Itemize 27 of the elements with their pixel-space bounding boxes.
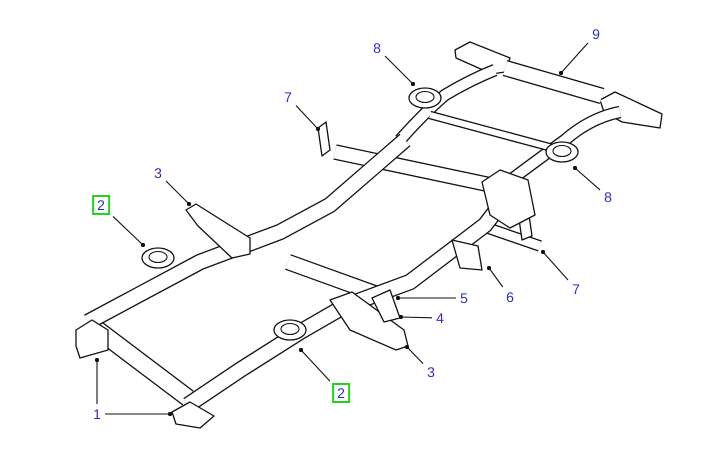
leader-line <box>105 412 172 416</box>
leader-line <box>398 314 432 320</box>
callout-number: 2 <box>92 195 110 215</box>
callout-number: 5 <box>459 290 469 306</box>
leader-line <box>296 105 320 132</box>
callout-number: 1 <box>92 406 102 422</box>
callout-number: 3 <box>153 165 163 181</box>
leader-line <box>94 358 100 404</box>
callout-number: 7 <box>283 89 293 105</box>
callout-number: 2 <box>332 383 350 403</box>
leader-line <box>558 42 588 76</box>
leader-line <box>396 296 456 300</box>
leader-line <box>540 250 568 280</box>
leader-line <box>166 180 192 206</box>
leader-line <box>298 348 330 382</box>
leader-line <box>486 266 504 288</box>
callout-number: 9 <box>591 26 601 42</box>
leader-line <box>384 56 416 86</box>
leader-line <box>112 216 146 248</box>
callout-number: 8 <box>372 40 382 56</box>
leader-line <box>404 344 424 364</box>
callout-number: 3 <box>426 364 436 380</box>
callout-number: 7 <box>571 281 581 297</box>
callout-number: 4 <box>435 310 445 326</box>
callout-number: 6 <box>505 289 515 305</box>
callout-number: 8 <box>603 189 613 205</box>
leader-line <box>572 166 600 190</box>
